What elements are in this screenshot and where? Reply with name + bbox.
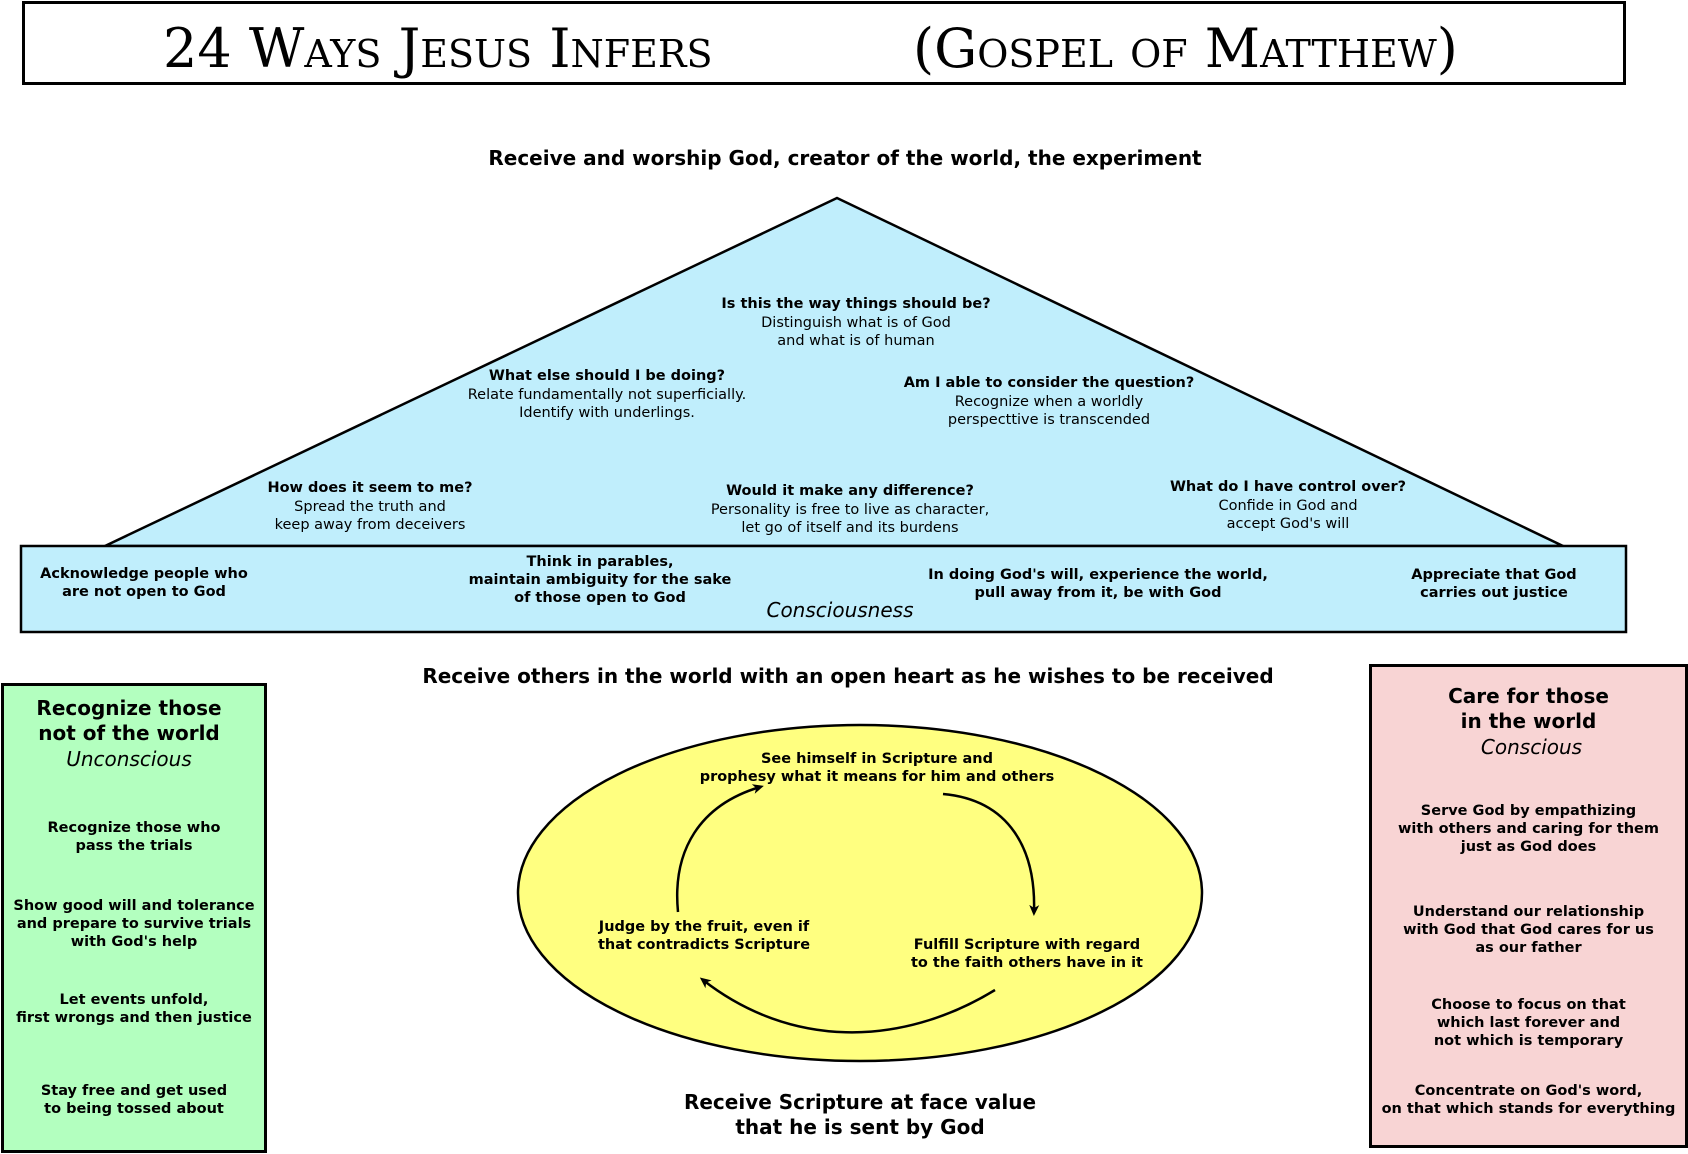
base-item-line: of those open to God — [514, 590, 686, 606]
triangle-answer-line: Identify with underlings. — [519, 405, 695, 421]
title-right: (Gospel of Matthew) — [913, 17, 1458, 80]
right-box-item-line: with God that God cares for us — [1403, 922, 1654, 938]
base-item: Appreciate that God carries out justice — [1364, 566, 1624, 602]
right-box-title: in the world — [1460, 709, 1597, 733]
left-box-item-line: pass the trials — [75, 838, 193, 854]
ellipse-label-top: See himself in Scripture and prophesy wh… — [677, 750, 1077, 786]
ellipse-label-line: prophesy what it means for him and other… — [699, 769, 1055, 785]
right-box-item: Concentrate on God's word, on that which… — [1372, 1082, 1685, 1118]
triangle-item: Am I able to consider the question? Reco… — [849, 373, 1249, 429]
left-box-item: Stay free and get used to being tossed a… — [4, 1082, 264, 1118]
triangle-item: How does it seem to me? Spread the truth… — [220, 478, 520, 534]
right-box-item-line: Serve God by empathizing — [1420, 803, 1637, 819]
scripture-ellipse — [516, 723, 1204, 1063]
triangle-answer-line: Recognize when a worldly — [954, 394, 1144, 410]
bottom-header: Receive Scripture at face value that he … — [600, 1090, 1120, 1140]
ellipse-label-line: See himself in Scripture and — [760, 751, 993, 767]
triangle-answer-line: accept God's will — [1226, 516, 1350, 532]
triangle-answer-line: let go of itself and its burdens — [741, 520, 959, 536]
triangle-answer-line: and what is of human — [777, 333, 935, 349]
triangle-answer-line: Relate fundamentally not superficially. — [467, 387, 747, 403]
base-item-line: Acknowledge people who — [40, 566, 248, 582]
top-header: Receive and worship God, creator of the … — [488, 146, 1202, 170]
right-box-item-line: as our father — [1475, 940, 1582, 956]
ellipse-label-right: Fulfill Scripture with regard to the fai… — [877, 936, 1177, 972]
triangle-answer-line: keep away from deceivers — [274, 517, 466, 533]
triangle-question: Is this the way things should be? — [721, 296, 991, 312]
bottom-header-line: that he is sent by God — [735, 1115, 985, 1139]
left-box-item: Show good will and tolerance and prepare… — [4, 897, 264, 951]
cycle-arrow-left — [675, 784, 764, 913]
base-item-line: are not open to God — [62, 584, 226, 600]
right-box-item-line: on that which stands for everything — [1381, 1101, 1676, 1117]
right-box-item-line: just as God does — [1460, 839, 1597, 855]
triangle-item: What do I have control over? Confide in … — [1138, 477, 1438, 533]
left-box-subtitle: Unconscious — [66, 747, 192, 771]
left-box-item-line: to being tossed about — [44, 1101, 224, 1117]
triangle-item: Is this the way things should be? Distin… — [656, 294, 1056, 350]
triangle-question: Would it make any difference? — [726, 483, 974, 499]
title-box: 24 Ways Jesus Infers (Gospel of Matthew) — [22, 1, 1626, 85]
right-box-item-line: Choose to focus on that — [1431, 997, 1626, 1013]
base-item-line: pull away from it, be with God — [974, 585, 1222, 601]
base-item: Think in parables, maintain ambiguity fo… — [450, 553, 750, 607]
right-box-item-line: which last forever and — [1436, 1015, 1621, 1031]
cycle-arrow-top-right — [942, 792, 1040, 916]
ellipse-label-line: Fulfill Scripture with regard — [913, 937, 1141, 953]
left-box-item-line: Recognize those who — [47, 820, 221, 836]
right-box-conscious: Care for those in the world Conscious Se… — [1369, 664, 1688, 1148]
triangle-question: How does it seem to me? — [267, 480, 473, 496]
right-box-title: Care for those — [1448, 684, 1609, 708]
left-box-item-line: Stay free and get used — [40, 1083, 228, 1099]
left-box-item-line: and prepare to survive trials — [16, 916, 252, 932]
right-box-item-line: Concentrate on God's word, — [1414, 1083, 1643, 1099]
base-item-line: Appreciate that God — [1411, 567, 1577, 583]
right-box-item-line: Understand our relationship — [1412, 904, 1645, 920]
right-box-item: Choose to focus on that which last forev… — [1372, 996, 1685, 1050]
triangle-answer-line: perspecttive is transcended — [947, 412, 1151, 428]
right-box-subtitle: Conscious — [1480, 735, 1583, 759]
left-box-item-line: Let events unfold, — [59, 992, 209, 1008]
middle-header: Receive others in the world with an open… — [422, 664, 1274, 688]
right-box-item-line: not which is temporary — [1433, 1033, 1624, 1049]
triangle-question: What do I have control over? — [1169, 479, 1407, 495]
triangle-question: Am I able to consider the question? — [903, 375, 1195, 391]
base-item-line: Think in parables, — [526, 554, 674, 570]
triangle-answer-line: Personality is free to live as character… — [710, 502, 990, 518]
cycle-arrow-bottom — [699, 977, 996, 1034]
triangle-item: What else should I be doing? Relate fund… — [407, 366, 807, 422]
left-box-item-line: Show good will and tolerance — [13, 898, 255, 914]
ellipse-label-line: to the faith others have in it — [910, 955, 1143, 971]
left-box-item-line: first wrongs and then justice — [16, 1010, 252, 1026]
triangle-question: What else should I be doing? — [488, 368, 726, 384]
left-box-title: Recognize those — [36, 696, 222, 720]
ellipse-label-left: Judge by the fruit, even if that contrad… — [574, 918, 834, 954]
right-box-item: Serve God by empathizing with others and… — [1372, 802, 1685, 856]
consciousness-base — [19, 544, 1628, 634]
triangle-item: Would it make any difference? Personalit… — [650, 481, 1050, 537]
ellipse-label-line: Judge by the fruit, even if — [598, 919, 810, 935]
ellipse-label-line: that contradicts Scripture — [597, 937, 811, 953]
base-item-line: In doing God's will, experience the worl… — [928, 567, 1268, 583]
triangle-answer-line: Distinguish what is of God — [761, 315, 951, 331]
base-item-line: maintain ambiguity for the sake — [468, 572, 732, 588]
consciousness-label: Consciousness — [766, 598, 914, 622]
right-box-item-line: with others and caring for them — [1398, 821, 1659, 837]
triangle-answer-line: Spread the truth and — [294, 499, 446, 515]
left-box-item-line: with God's help — [70, 934, 198, 950]
title-left: 24 Ways Jesus Infers — [163, 17, 713, 80]
base-item-line: carries out justice — [1420, 585, 1568, 601]
bottom-header-line: Receive Scripture at face value — [683, 1090, 1037, 1114]
base-item: In doing God's will, experience the worl… — [898, 566, 1298, 602]
left-box-item: Let events unfold, first wrongs and then… — [4, 991, 264, 1027]
triangle-answer-line: Confide in God and — [1218, 498, 1358, 514]
right-box-item: Understand our relationship with God tha… — [1372, 903, 1685, 957]
left-box-unconscious: Recognize those not of the world Unconsc… — [1, 683, 267, 1153]
left-box-item: Recognize those who pass the trials — [4, 819, 264, 855]
base-item: Acknowledge people who are not open to G… — [24, 565, 264, 601]
left-box-title: not of the world — [38, 721, 220, 745]
